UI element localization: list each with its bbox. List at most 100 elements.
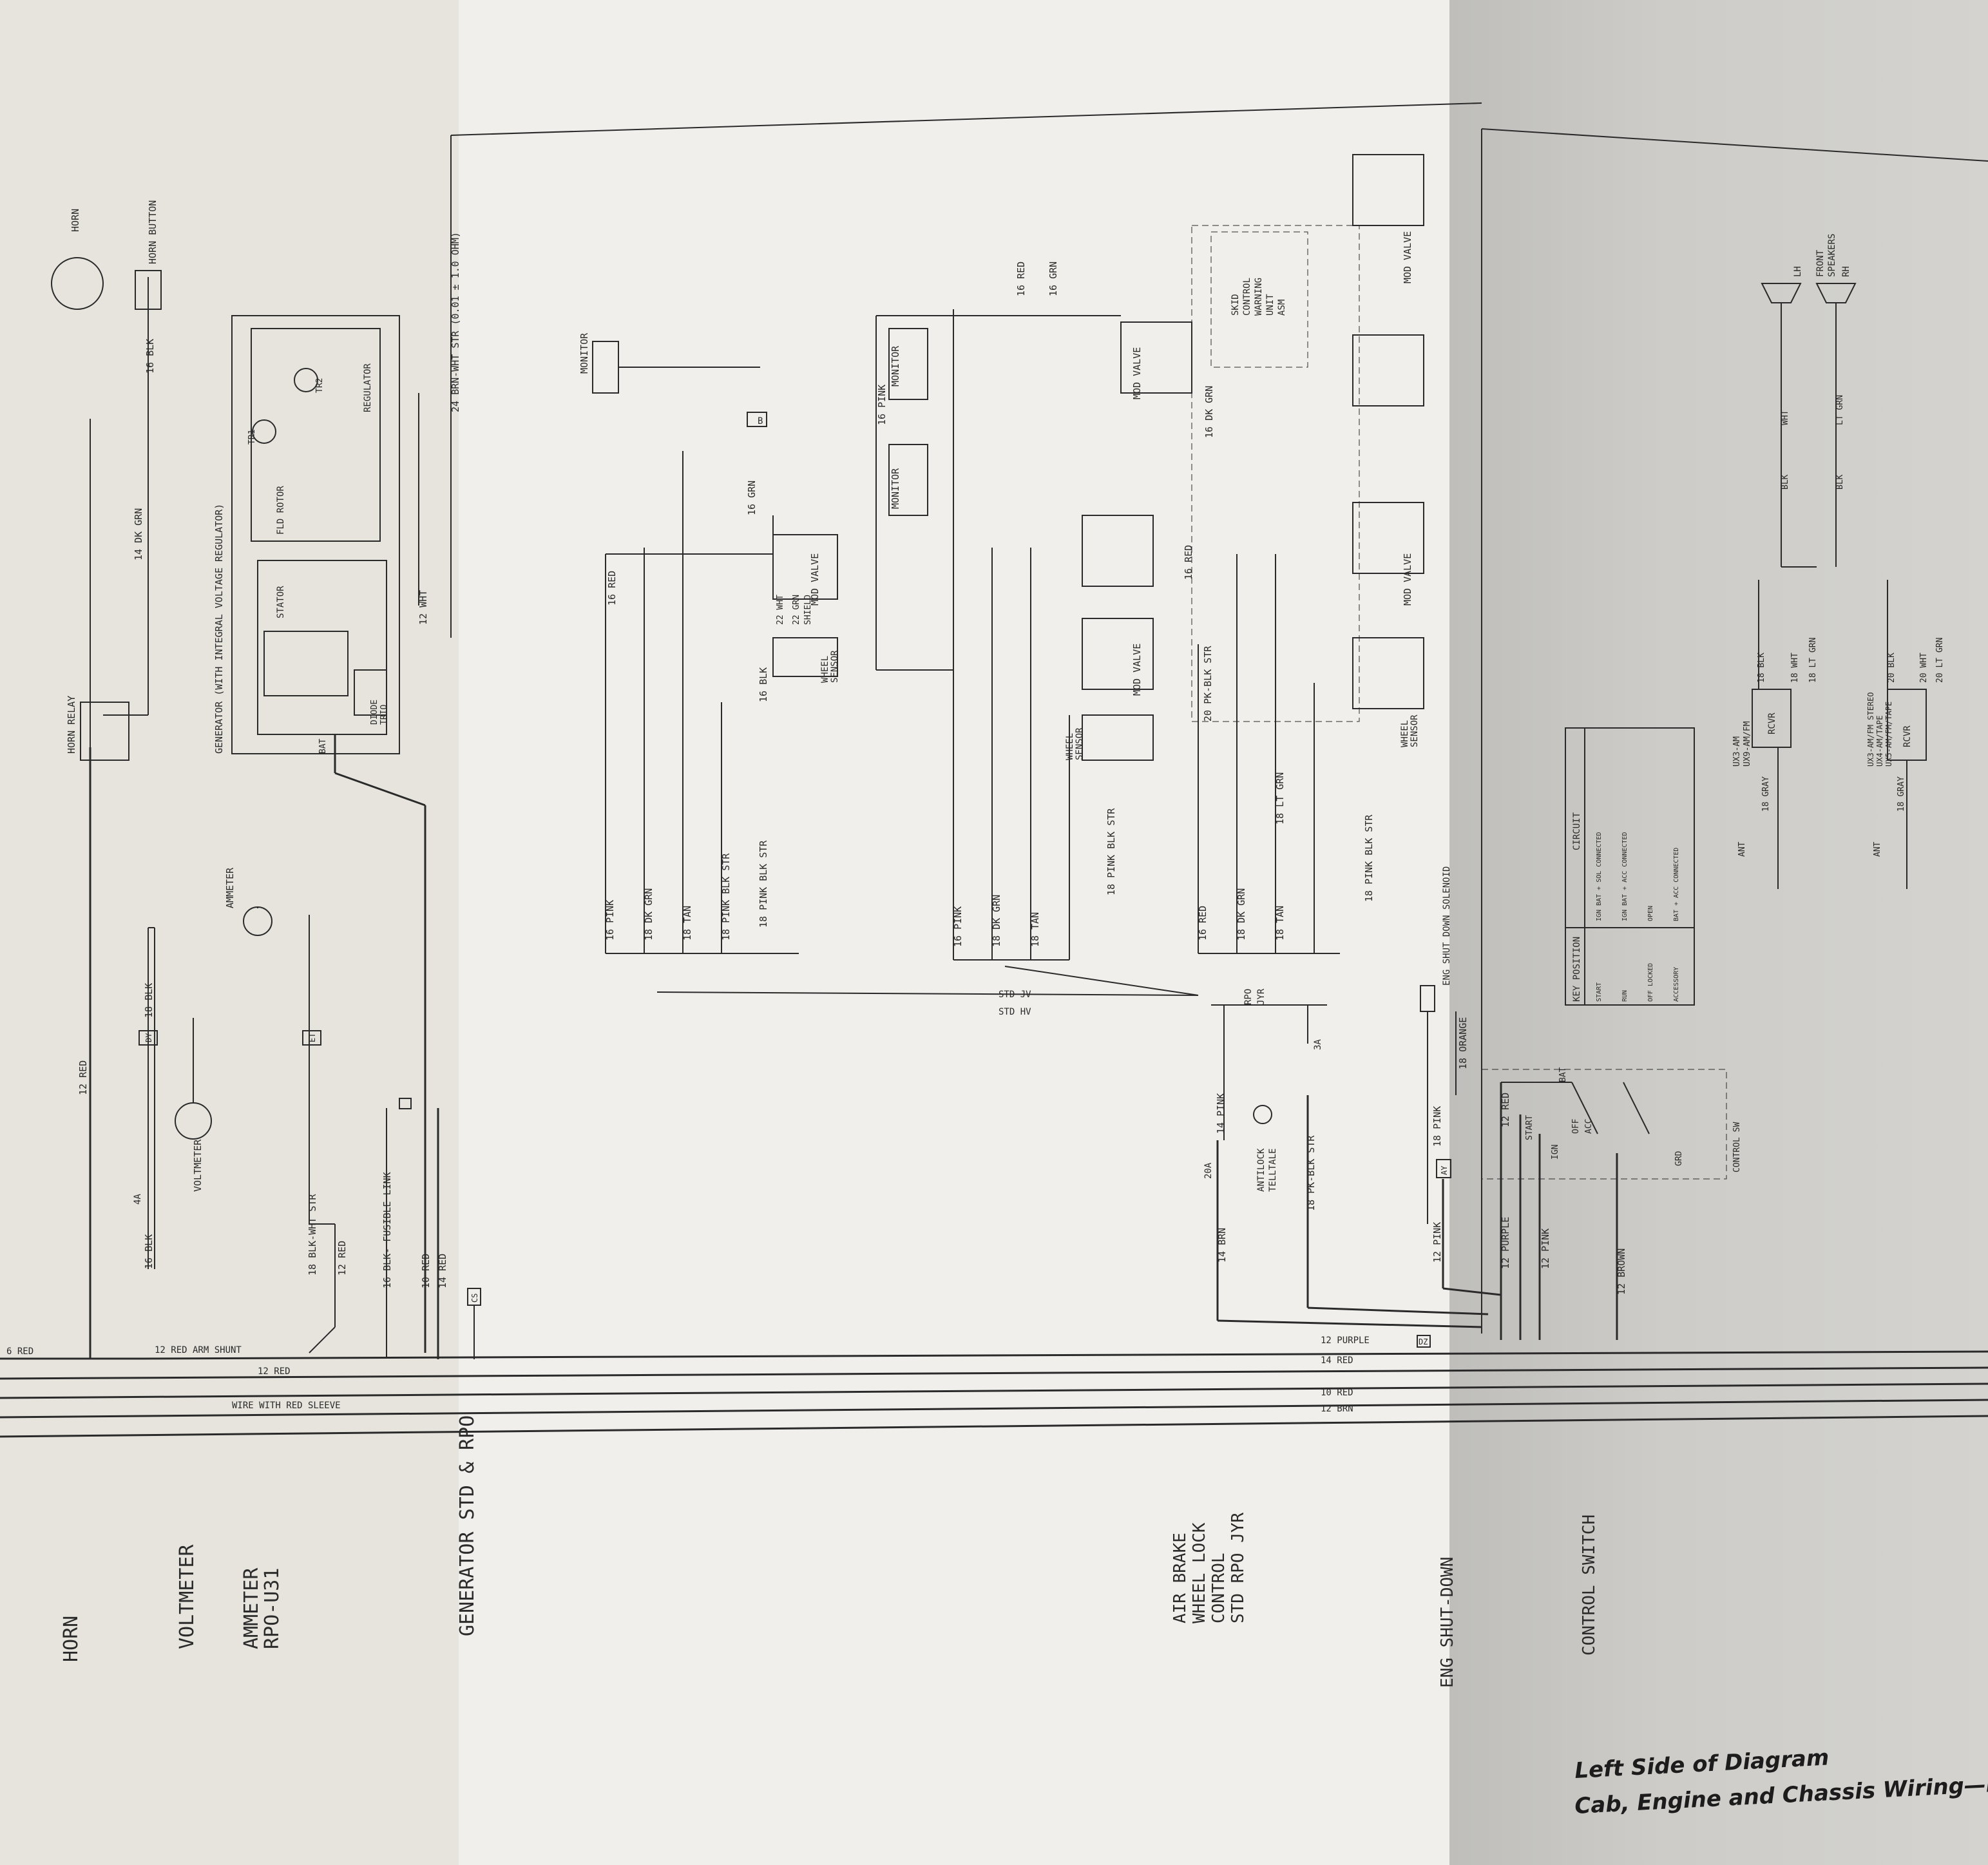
harness-label-rpo: RPO: [1243, 989, 1254, 1005]
component-label: UNIT: [1265, 294, 1276, 316]
table-cell: OFF LOCKED: [1647, 963, 1654, 1002]
transistor-tr1: [252, 419, 276, 444]
antilock-telltale-lamp: [1253, 1105, 1272, 1124]
wire-label: 20 PK-BLK STR: [1202, 646, 1214, 722]
connector-et: [302, 1030, 321, 1046]
connector-label: DY: [144, 1033, 153, 1042]
wire-label: 16 GRN: [746, 481, 758, 515]
table-cell: BAT + ACC CONNECTED: [1673, 848, 1680, 921]
component-label: BAT: [318, 738, 328, 754]
mod-valve-6: [1352, 334, 1424, 406]
wire-label: 18 PINK BLK STR: [720, 853, 732, 941]
control-switch-section: 12 PURPLE 12 PINK 12 BROWN 12 RED START …: [1481, 727, 1742, 1656]
speaker-rh: [1815, 283, 1857, 303]
component-label: AMMETER: [224, 867, 236, 908]
component-label: WARNING: [1254, 278, 1264, 316]
component-label: ASM: [1277, 300, 1287, 316]
diagram-title: Left Side of Diagram Cab, Engine and Cha…: [1574, 1745, 1988, 1819]
wire-label: 10 RED: [1321, 1388, 1353, 1398]
connector-b: [747, 412, 767, 427]
horn-relay: [80, 702, 129, 761]
monitor-2: [888, 328, 928, 400]
wire-label: 18 TAN: [682, 906, 693, 941]
wire-label: 18 PINK: [1431, 1106, 1443, 1147]
wire-label: 22 WHT: [776, 595, 785, 625]
wire-label: BLK: [1835, 474, 1845, 490]
component-label: SENSOR: [830, 650, 840, 683]
wire-label: 12 BRN: [1321, 1404, 1353, 1414]
control-switch-outline: [1481, 1069, 1727, 1180]
connector-dz: [1417, 1335, 1431, 1348]
wire-label: WHT: [1781, 410, 1790, 425]
component-label: WHEEL: [1065, 733, 1075, 760]
table-header: KEY POSITION: [1572, 937, 1582, 1002]
component-label: UX3-AM: [1732, 736, 1742, 767]
fuse-label: 4A: [133, 1194, 143, 1205]
wire-label: 12 RED: [258, 1366, 291, 1377]
wire-label: BLK: [1781, 474, 1790, 490]
wire-label: 10 RED: [420, 1254, 432, 1288]
wire-label: 12 PINK: [1540, 1229, 1551, 1269]
component-label: MOD VALVE: [1402, 231, 1413, 283]
paper-right-panel: [1449, 0, 1988, 1865]
mod-valve-3: [1082, 515, 1154, 587]
component-label: SKID: [1230, 294, 1241, 316]
component-label: UX5-AM/FM/TAPE: [1884, 702, 1893, 767]
table-cell: RUN: [1621, 990, 1629, 1002]
wire-label: 18 PINK BLK STR: [1363, 814, 1375, 902]
wire-label: 14 RED: [437, 1254, 448, 1288]
mod-valve-8: [1352, 637, 1424, 709]
section-label-generator: GENERATOR STD & RPO: [456, 1415, 479, 1636]
horn-body: [51, 257, 104, 310]
component-label: SENSOR: [1410, 714, 1420, 747]
mod-valve-2: [1120, 321, 1192, 394]
table-cell: IGN BAT + ACC CONNECTED: [1621, 832, 1629, 921]
component-label: WHEEL: [1400, 720, 1410, 747]
radio-receiver-1: [1752, 689, 1792, 748]
wire-label: 16 RED: [1197, 906, 1209, 941]
generator-top-wiring: 24 BRN-WHT STR (0.01 ± 1.0 OHM) 14 DK GR…: [133, 102, 1482, 638]
connector-label: B: [758, 416, 763, 426]
switch-position-off: OFF: [1571, 1118, 1581, 1134]
wire-label: 18 DK GRN: [1236, 888, 1247, 941]
component-label: FLD ROTOR: [276, 486, 286, 535]
ammeter-gauge: [243, 906, 272, 936]
component-label: UX9-AM/FM: [1743, 721, 1752, 767]
component-label: REGULATOR: [363, 363, 373, 412]
wheel-lock-block-3: SKID CONTROL WARNING UNIT ASM MOD VALVE …: [1183, 154, 1424, 1005]
wire-label: 18 DK GRN: [991, 895, 1002, 947]
wire-label: 18 GRAY: [1761, 776, 1771, 812]
harness-label-jyr: JYR: [1256, 988, 1266, 1005]
component-label: STATOR: [276, 586, 286, 618]
component-label: DIODE: [370, 700, 379, 725]
table-header: CIRCUIT: [1572, 812, 1582, 850]
transistor-tr2: [294, 368, 318, 392]
wire-label: 18 LT GRN: [1808, 638, 1818, 683]
section-label-air-brake-1: AIR BRAKE: [1171, 1533, 1190, 1623]
title-line-1: Left Side of Diagram: [1574, 1745, 1830, 1784]
connector-label: DZ: [1419, 1337, 1428, 1346]
wheel-sensor-2: [1082, 714, 1154, 761]
radio-receiver-2: [1887, 689, 1927, 761]
component-label: CONTROL: [1242, 278, 1252, 316]
component-label: TR2: [315, 378, 325, 393]
section-label-horn: HORN: [60, 1616, 82, 1662]
wire-label: 18 DK GRN: [643, 888, 655, 941]
section-label-ammeter-rpo: RPO-U31: [261, 1568, 283, 1649]
wire-label: 16 BLK: [758, 667, 769, 702]
component-label: ANT: [1737, 841, 1747, 857]
component-label: LH: [1793, 266, 1803, 277]
fusible-link-connector: [399, 1098, 412, 1109]
table-cell: ACCESSORY: [1673, 967, 1680, 1002]
connector-label: AY: [1440, 1165, 1449, 1175]
component-label: SENSOR: [1075, 727, 1085, 760]
component-label: WHEEL: [820, 656, 830, 683]
shutdown-solenoid: [1420, 985, 1435, 1012]
wire-label: 12 RED: [1500, 1093, 1511, 1127]
wire-label: 18 ORANGE: [1457, 1017, 1469, 1069]
component-label: UX3-AM/FM STEREO: [1866, 692, 1875, 767]
wire-label: 18 WHT: [1790, 653, 1800, 683]
component-label: MONITOR: [890, 468, 901, 509]
component-label: TELLTALE: [1268, 1149, 1278, 1192]
main-harness: 6 RED 12 RED ARM SHUNT 12 RED WIRE WITH …: [0, 1335, 1988, 1438]
